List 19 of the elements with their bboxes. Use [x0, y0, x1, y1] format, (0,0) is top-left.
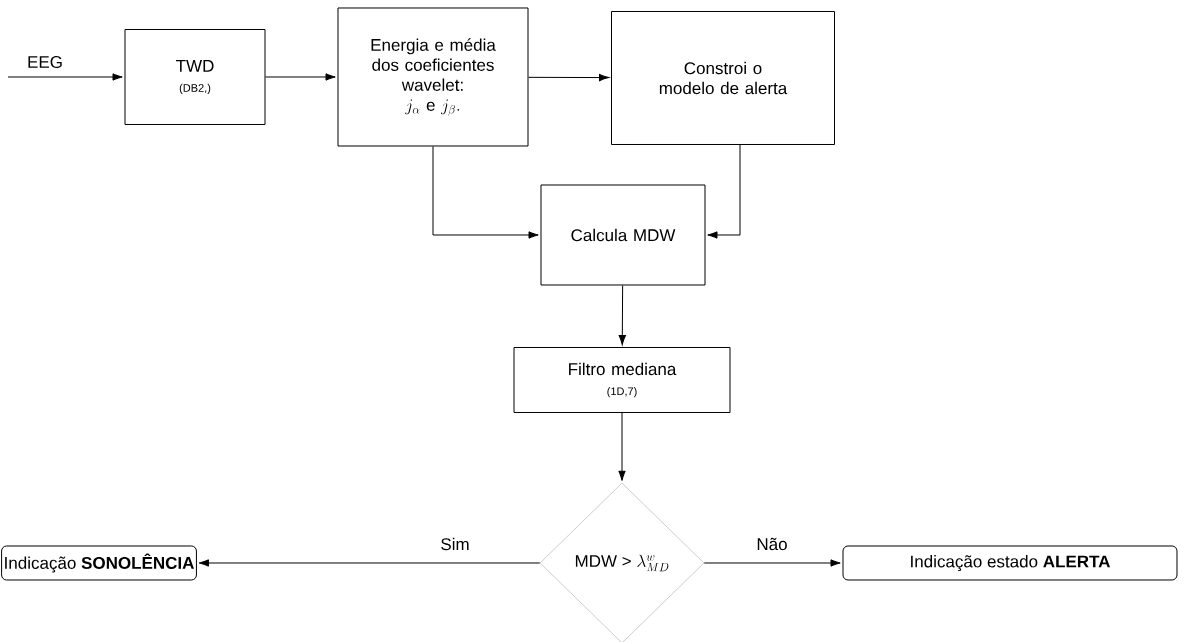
process-box: Calcula MDW	[540, 184, 706, 286]
process-box: Constroi o modelo de alerta	[611, 11, 835, 145]
arrow	[528, 73, 610, 82]
process-box: Energia e média dos coeficientes wavelet: $j_{\alpha}\ \mathrm{e}\ j_{\beta}.$	[337, 7, 529, 147]
result-box: Indicação SONOLÊNCIA	[1, 545, 197, 581]
arrow	[7, 73, 123, 81]
arrow	[703, 559, 841, 567]
arrow	[265, 73, 336, 81]
edge-label: Sim	[439, 536, 471, 552]
process-box: TWD (DB2,)	[124, 29, 266, 125]
edge-label: Não	[755, 536, 789, 552]
result-box: Indicação estado ALERTA	[842, 545, 1178, 581]
edge-label: EEG	[26, 55, 64, 69]
arrow	[618, 285, 626, 346]
arrow	[618, 412, 626, 481]
arrow	[432, 146, 539, 239]
arrow	[198, 559, 541, 567]
arrow	[707, 144, 741, 239]
process-box: Filtro mediana (1D,7)	[513, 347, 731, 413]
